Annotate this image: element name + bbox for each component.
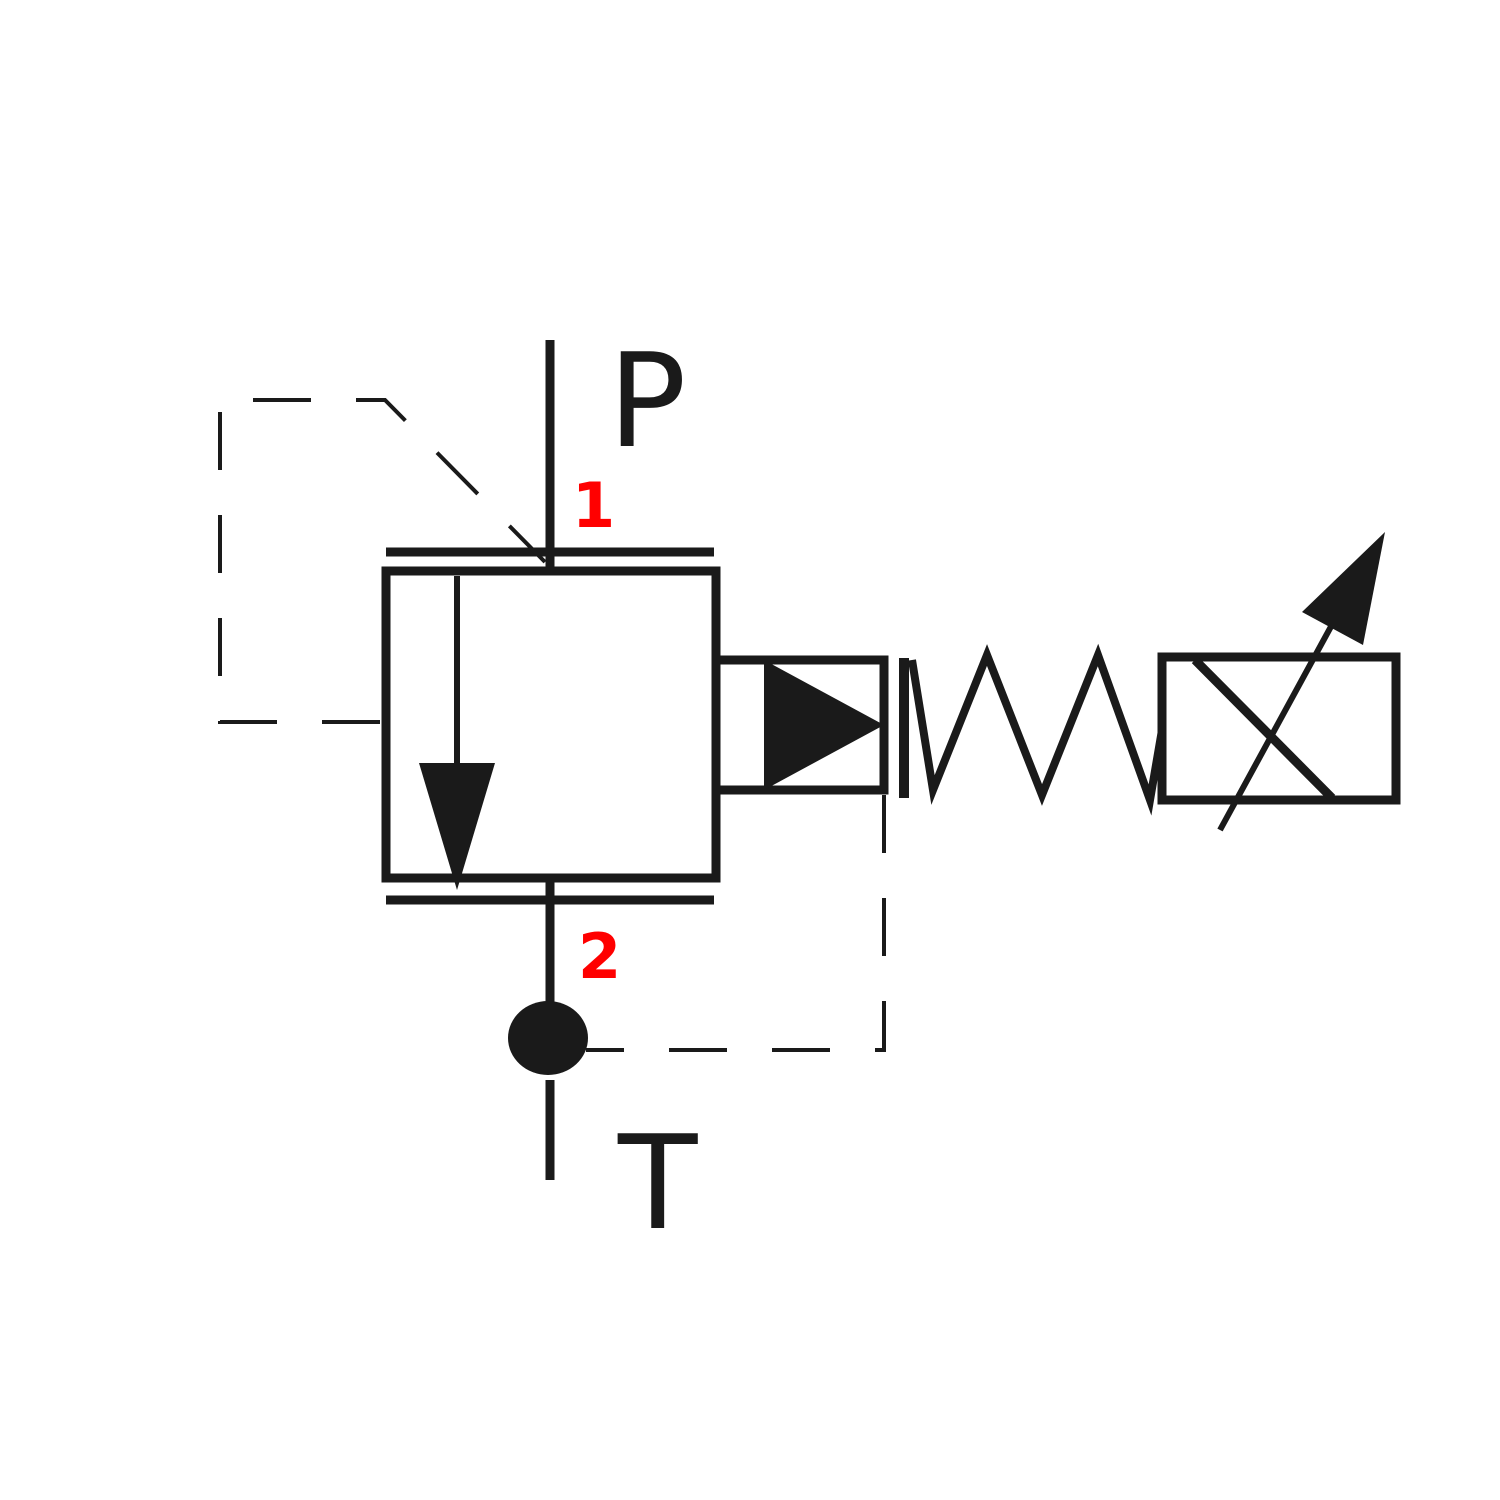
drain-line	[586, 795, 886, 1052]
solid-lines	[381, 340, 1401, 1180]
spring-icon	[908, 643, 1166, 816]
proportional-solenoid-icon	[1191, 532, 1385, 832]
pilot-dashed-lines	[218, 398, 886, 1052]
ball-icon	[508, 1001, 588, 1075]
valve-body	[381, 566, 721, 883]
port-1-number: 1	[572, 469, 615, 542]
solenoid-housing	[1157, 652, 1401, 805]
port-t-label: T	[617, 1107, 698, 1259]
pilot-line-upper	[218, 398, 547, 724]
arrow-down-icon	[419, 576, 495, 890]
triangle-right-icon	[764, 660, 884, 790]
port-2-number: 2	[578, 920, 621, 993]
port-p-label: P	[608, 325, 686, 477]
